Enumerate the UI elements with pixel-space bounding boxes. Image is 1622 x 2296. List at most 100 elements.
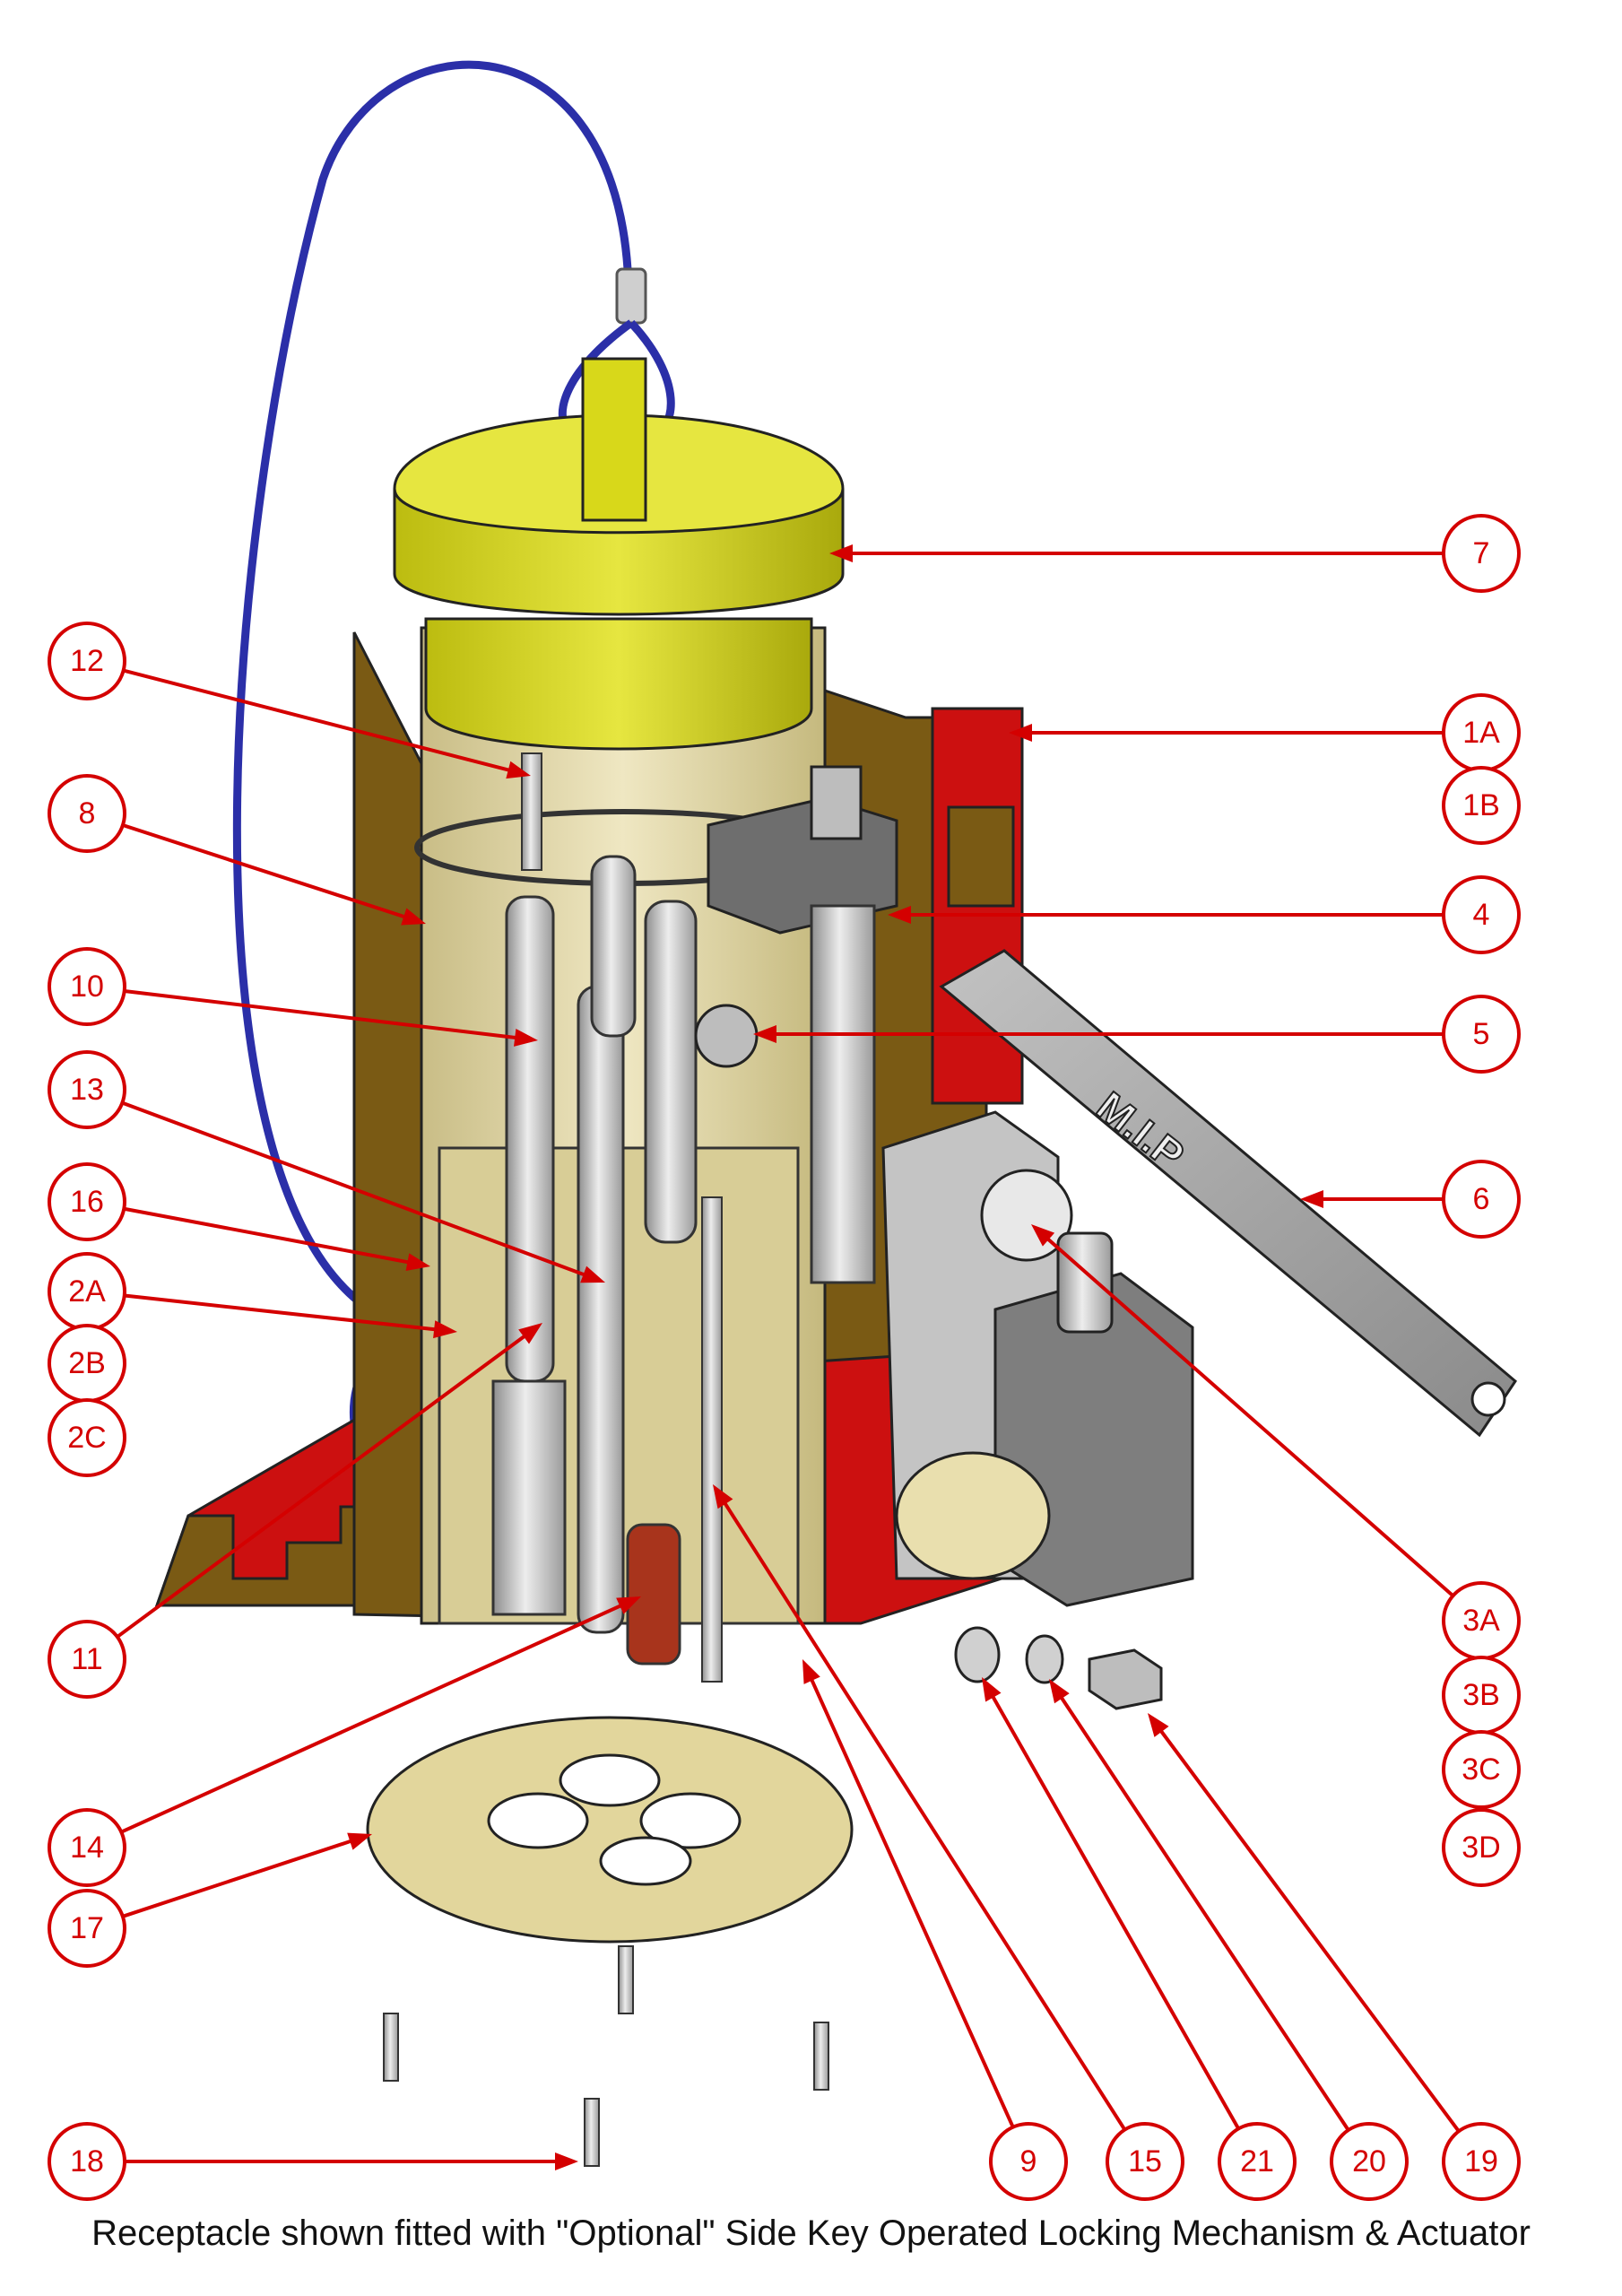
callout-2A: 2A [48,1252,126,1331]
callout-label-2B: 2B [68,1346,106,1380]
leader-arrowhead-17 [347,1832,372,1850]
brown-insert-14 [626,1523,681,1665]
leader-arrowhead-13 [580,1265,605,1283]
cap-lower-ring [424,617,813,751]
callout-16: 16 [48,1162,126,1241]
callout-circle-18 [48,2122,126,2201]
callout-circle-9 [989,2122,1068,2201]
callout-label-3D: 3D [1462,1831,1500,1865]
diagram-caption: Receptacle shown fitted with "Optional" … [91,2213,1531,2253]
callout-circle-12 [48,622,126,700]
callout-12: 12 [48,622,126,700]
callout-19: 19 [1442,2122,1521,2201]
leader-line-10 [124,988,517,1040]
leader-line-21 [991,1694,1240,2130]
callout-label-11: 11 [71,1642,102,1676]
callout-circle-6 [1442,1160,1521,1239]
leader-line-11 [116,1334,526,1639]
callout-label-15: 15 [1128,2144,1162,2179]
leader-line-17 [122,1839,352,1918]
callout-label-19: 19 [1464,2144,1498,2179]
cap-lug [581,357,647,522]
callout-label-16: 16 [70,1185,104,1219]
callout-label-3C: 3C [1462,1752,1500,1787]
base-plate-17 [366,1716,854,1944]
callout-label-8: 8 [79,796,96,831]
callout-label-1A: 1A [1462,716,1500,750]
callout-circle-11 [48,1620,126,1699]
callout-3C: 3C [1442,1730,1521,1809]
callout-label-18: 18 [70,2144,104,2179]
lock-nut-4 [810,765,863,840]
contact-pin-left [505,895,555,1383]
callout-21: 21 [1218,2122,1297,2201]
callout-circle-20 [1330,2122,1409,2201]
leader-line-3A [1045,1237,1454,1597]
screw-12 [521,752,542,871]
leader-arrowhead-3A [1031,1224,1055,1247]
callout-10: 10 [48,947,126,1026]
leader-arrowhead-12 [506,761,531,779]
callout-2C: 2C [48,1398,126,1477]
callout-circle-1B [1442,766,1521,845]
spring-body-11 [491,1379,567,1616]
leader-lines [116,544,1461,2170]
callout-label-20: 20 [1352,2144,1386,2179]
callout-label-2C: 2C [67,1421,106,1455]
callout-circle-14 [48,1808,126,1887]
callout-2B: 2B [48,1324,126,1403]
leader-arrowhead-2A [433,1320,457,1339]
leader-line-8 [122,823,406,919]
callout-17: 17 [48,1889,126,1968]
washer-21 [954,1626,1001,1683]
base-plate-hole-2 [639,1792,742,1849]
leader-line-12 [123,668,511,772]
callout-circle-3D [1442,1808,1521,1887]
screw-18-group [383,1945,829,2167]
leader-arrowhead-16 [405,1253,430,1272]
callout-circle-13 [48,1050,126,1129]
callout-label-2A: 2A [68,1274,106,1309]
callout-label-1B: 1B [1462,788,1500,822]
base-plate-hole-1 [487,1792,589,1849]
base-plate-hole-4 [599,1836,692,1886]
callout-7: 7 [1442,514,1521,593]
lanyard-cable [232,60,632,1309]
callout-label-9: 9 [1020,2144,1037,2179]
leader-arrowhead-6 [1300,1190,1323,1208]
leader-line-16 [123,1206,410,1265]
leader-arrowhead-8 [401,908,426,926]
contact-pin-mid [577,985,625,1634]
callout-circle-17 [48,1889,126,1968]
bolt-19 [1088,1648,1163,1710]
leader-arrowhead-4 [888,906,911,924]
callout-3B: 3B [1442,1656,1521,1735]
callout-6: 6 [1442,1160,1521,1239]
callout-circle-15 [1106,2122,1184,2201]
leader-line-13 [121,1100,586,1277]
callout-circle-4 [1442,875,1521,954]
leader-arrowhead-15 [713,1484,733,1509]
cap-side [393,488,845,616]
spring-washer-20 [1025,1634,1064,1684]
callout-1B: 1B [1442,766,1521,845]
name-plate [947,805,1015,908]
leader-line-14 [120,1604,622,1834]
callout-3D: 3D [1442,1808,1521,1887]
callout-circle-2C [48,1398,126,1477]
lock-shaft [810,904,876,1284]
callout-4: 4 [1442,875,1521,954]
callout-8: 8 [48,774,126,853]
callout-label-3B: 3B [1462,1678,1500,1712]
leader-line-2A [124,1293,437,1332]
nut-5 [694,1004,759,1068]
leader-arrowhead-7 [829,544,853,562]
callout-13: 13 [48,1050,126,1129]
actuator-post [1056,1231,1114,1334]
leader-arrowhead-14 [616,1596,641,1614]
leader-arrowhead-10 [513,1028,538,1047]
callout-circle-8 [48,774,126,853]
callout-circle-7 [1442,514,1521,593]
